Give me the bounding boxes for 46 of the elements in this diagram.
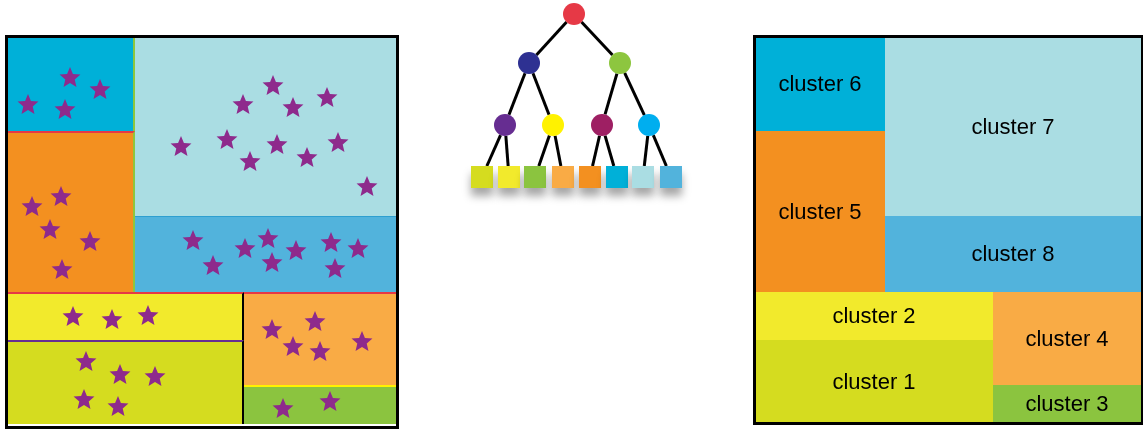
leaf-square xyxy=(660,166,682,188)
cluster-box xyxy=(755,37,885,131)
cluster-label: cluster 8 xyxy=(971,240,1055,268)
tree-branch-line xyxy=(537,134,551,167)
tree-branch-line xyxy=(591,135,601,167)
leaf-square xyxy=(606,166,628,188)
cluster-box xyxy=(755,340,993,423)
tree-branch-line xyxy=(485,134,502,167)
cluster-label: cluster 2 xyxy=(832,302,916,330)
region-box xyxy=(135,37,397,216)
leaf-square xyxy=(632,166,654,188)
cluster-label: cluster 7 xyxy=(971,112,1055,141)
cluster-label: cluster 3 xyxy=(1025,390,1109,418)
region-box xyxy=(7,37,135,131)
tree-branch-line xyxy=(603,135,616,167)
leaf-square xyxy=(579,166,601,188)
leaf-square xyxy=(471,166,493,188)
tree-branch-line xyxy=(504,135,510,167)
cluster-label: cluster 6 xyxy=(778,70,862,98)
tree-branch-line xyxy=(651,134,668,167)
cluster-box xyxy=(993,385,1141,423)
region-box xyxy=(135,216,397,292)
leaf-square xyxy=(524,166,546,188)
tree-branch-line xyxy=(642,135,650,167)
tree-branch-line xyxy=(603,73,619,115)
cluster-label: cluster 4 xyxy=(1025,324,1109,353)
leaf-square xyxy=(498,166,520,188)
region-box xyxy=(7,131,135,292)
tree-branch-line xyxy=(531,72,551,116)
cluster-box xyxy=(885,216,1141,292)
region-box xyxy=(244,292,397,385)
leaf-square xyxy=(552,166,574,188)
cluster-box xyxy=(885,37,1141,216)
region-box xyxy=(7,292,244,340)
tree-branch-line xyxy=(553,135,563,167)
tree-branch-line xyxy=(580,21,614,56)
region-box xyxy=(7,340,244,424)
tree-branch-line xyxy=(507,72,527,116)
tree-branch-line xyxy=(623,72,646,116)
cluster-label: cluster 5 xyxy=(778,197,862,226)
cluster-box xyxy=(755,131,885,292)
cluster-box xyxy=(755,292,993,340)
tree-branch-line xyxy=(535,21,568,56)
region-box xyxy=(244,385,397,424)
cluster-label: cluster 1 xyxy=(832,367,916,396)
cluster-box xyxy=(993,292,1141,385)
